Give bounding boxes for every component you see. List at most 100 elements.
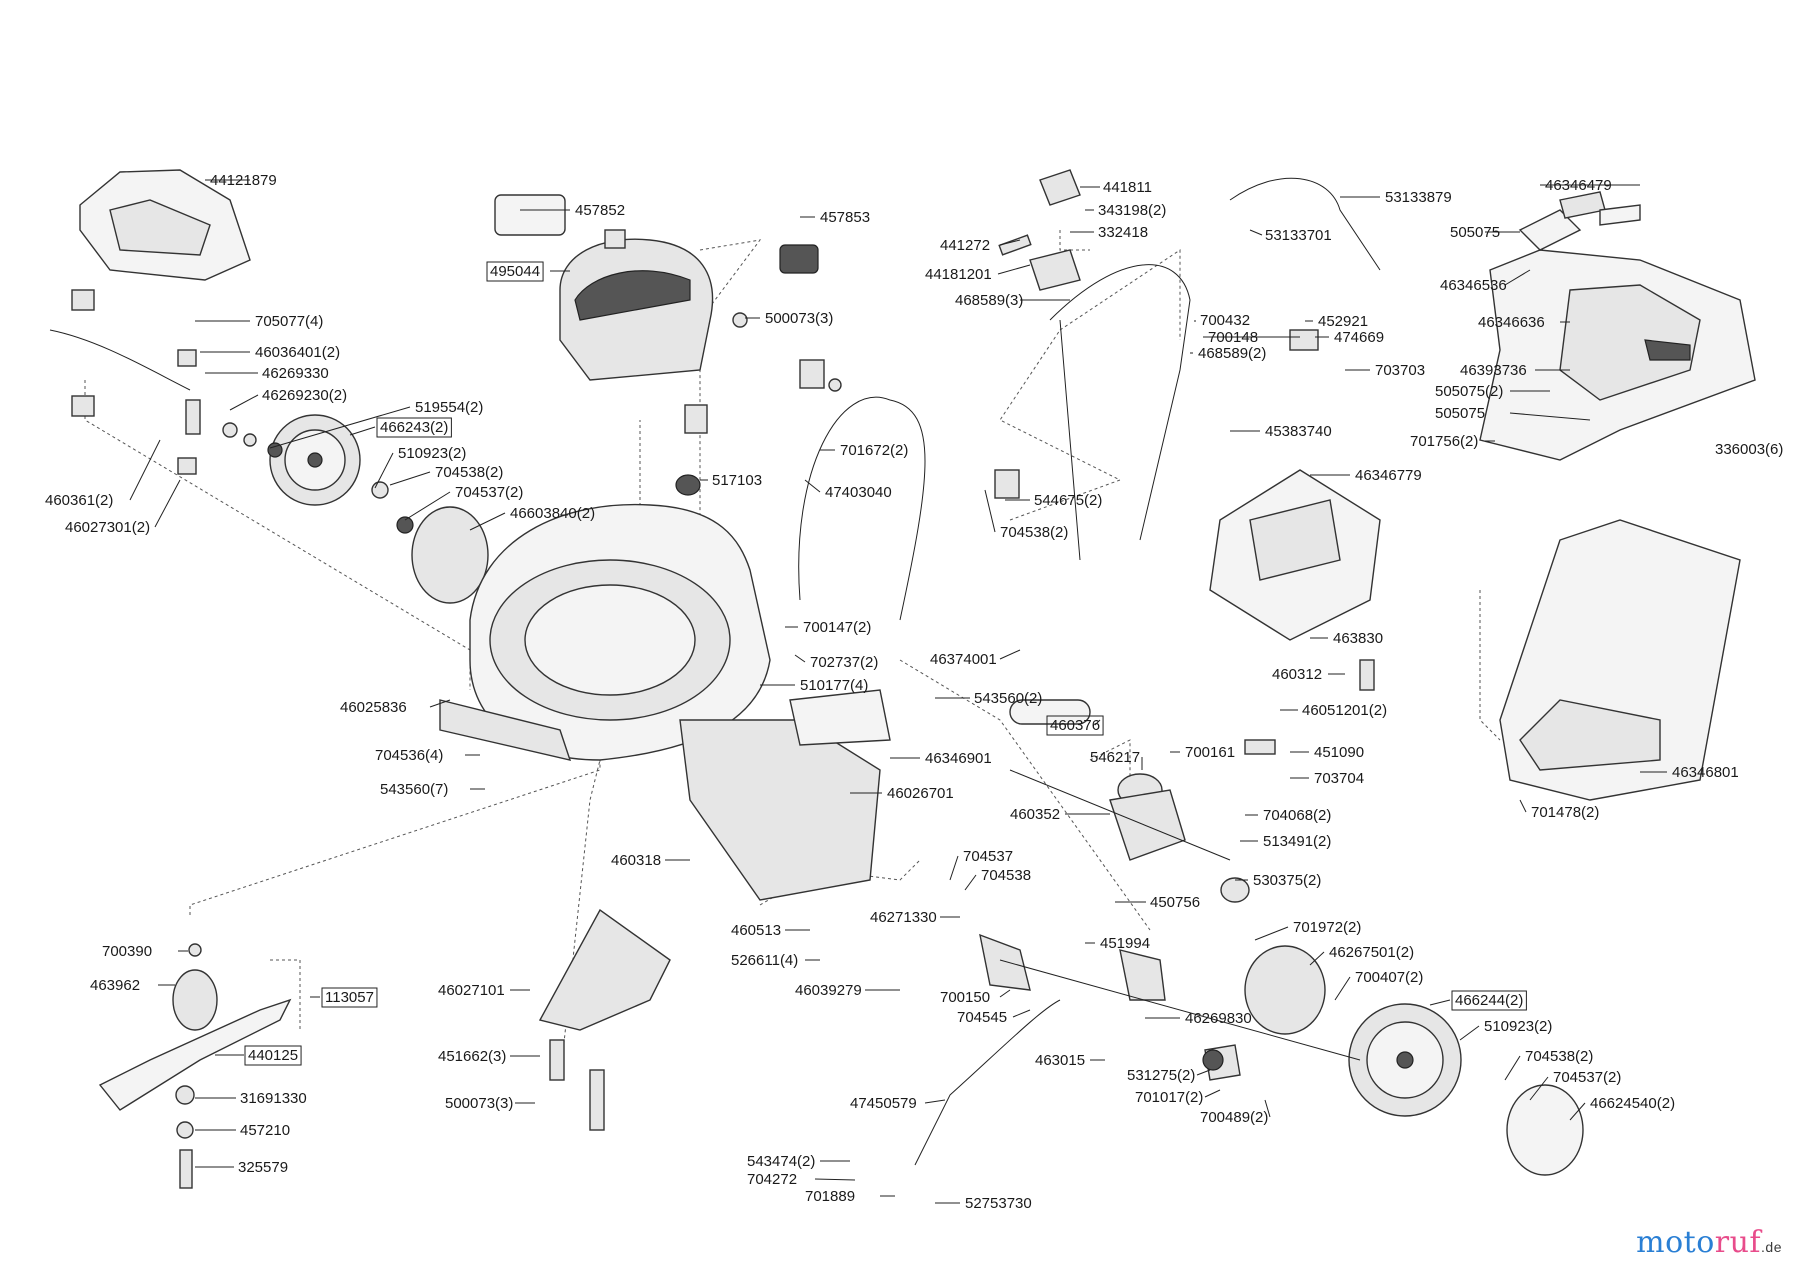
leader-line xyxy=(1264,1099,1271,1118)
leader-line xyxy=(154,479,181,528)
part-number-label: 705077(4) xyxy=(255,313,323,330)
leader-line xyxy=(129,439,161,501)
brand-suffix: .de xyxy=(1761,1239,1782,1255)
part-number-label: 546217 xyxy=(1090,749,1140,766)
leader-line xyxy=(949,855,959,881)
leader-line xyxy=(964,874,977,891)
gearbox-part xyxy=(1109,789,1186,861)
hubcap-part xyxy=(1244,945,1326,1035)
part-number-label: 31691330 xyxy=(240,1090,307,1107)
leader-line xyxy=(374,452,394,489)
leader-line xyxy=(1309,951,1325,966)
part-number-label: 460312 xyxy=(1272,666,1322,683)
part-number-label: 460318 xyxy=(611,852,661,869)
leader-line xyxy=(814,1178,856,1181)
part-number-label: 460376 xyxy=(1050,717,1100,734)
part-number-label: 46269330 xyxy=(262,365,329,382)
part-number-label: 457853 xyxy=(820,209,870,226)
part-number-label: 463015 xyxy=(1035,1052,1085,1069)
blade-part xyxy=(98,998,292,1111)
leader-line xyxy=(999,989,1011,998)
part-number-label: 46346479 xyxy=(1545,177,1612,194)
part-number-label: 332418 xyxy=(1098,224,1148,241)
part-number-label: 46269830 xyxy=(1185,1010,1252,1027)
part-number-label: 505075 xyxy=(1435,405,1485,422)
brand-part1: moto xyxy=(1636,1225,1715,1260)
part-number-label: 526611(4) xyxy=(731,952,798,969)
leader-line xyxy=(1334,976,1351,1001)
leader-line xyxy=(1569,1102,1586,1121)
leader-line xyxy=(1509,412,1591,421)
part-number-label: 441811 xyxy=(1103,179,1152,196)
part-number-label: 441272 xyxy=(940,237,990,254)
throttle-cable-part xyxy=(49,329,191,391)
upper-bar-part xyxy=(1229,177,1381,271)
part-number-label: 457852 xyxy=(575,202,625,219)
part-number-label: 701017(2) xyxy=(1135,1089,1203,1106)
part-number-label: 704272 xyxy=(747,1171,797,1188)
leader-line xyxy=(999,649,1021,660)
parts xyxy=(49,169,1756,1189)
part-number-label: 543560(2) xyxy=(974,690,1042,707)
leader-line xyxy=(1012,1009,1031,1018)
part-number-label: 700150 xyxy=(940,989,990,1006)
part-number-label: 463962 xyxy=(90,977,140,994)
part-number-label: 53133701 xyxy=(1265,227,1332,244)
part-number-label: 46039279 xyxy=(795,982,862,999)
part-number-label: 704538(2) xyxy=(1000,524,1068,541)
part-number-label: 704068(2) xyxy=(1263,807,1331,824)
boxed-label-frame xyxy=(1046,715,1104,736)
leader-line xyxy=(984,489,996,533)
leader-line xyxy=(1504,1055,1521,1081)
leader-line xyxy=(1196,1069,1211,1076)
part-number-label: 700148 xyxy=(1208,329,1258,346)
part-number-label: 704538 xyxy=(981,867,1031,884)
part-number-label: 53133879 xyxy=(1385,189,1452,206)
part-number-label: 700147(2) xyxy=(803,619,871,636)
part-number-label: 466244(2) xyxy=(1455,992,1523,1009)
leader-line xyxy=(429,699,451,708)
part-number-label: 703704 xyxy=(1314,770,1364,787)
top-handle-part xyxy=(1049,264,1191,541)
leader-line xyxy=(1204,1089,1221,1098)
part-number-label: 701972(2) xyxy=(1293,919,1361,936)
leader-line xyxy=(1519,799,1527,813)
part-number-label: 703703 xyxy=(1375,362,1425,379)
part-number-label: 704545 xyxy=(957,1009,1007,1026)
leader-line xyxy=(269,406,411,449)
leader-line xyxy=(997,264,1031,275)
brand-watermark: motoruf.de xyxy=(1636,1225,1782,1260)
part-number-label: 700432 xyxy=(1200,312,1250,329)
part-number-label: 46025836 xyxy=(340,699,407,716)
part-number-label: 457210 xyxy=(240,1122,290,1139)
boxed-label-frame xyxy=(321,987,378,1008)
part-number-label: 701756(2) xyxy=(1410,433,1478,450)
part-number-label: 46036401(2) xyxy=(255,344,340,361)
part-number-label: 46624540(2) xyxy=(1590,1095,1675,1112)
part-number-label: 46051201(2) xyxy=(1302,702,1387,719)
leader-line xyxy=(469,512,506,531)
part-number-label: 440125 xyxy=(248,1047,298,1064)
leader-line xyxy=(1249,229,1263,236)
part-number-label: 451090 xyxy=(1314,744,1364,761)
leader-line xyxy=(804,479,821,493)
part-number-label: 701478(2) xyxy=(1531,804,1599,821)
part-number-label: 495044 xyxy=(490,263,540,280)
boxed-label-frame xyxy=(376,417,452,438)
part-number-label: 468589(2) xyxy=(1198,345,1266,362)
part-number-label: 543560(7) xyxy=(380,781,448,798)
leader-line xyxy=(924,1099,946,1104)
part-number-label: 460513 xyxy=(731,922,781,939)
part-number-label: 704538(2) xyxy=(1525,1048,1593,1065)
leader-line xyxy=(1529,1076,1549,1101)
part-number-label: 45383740 xyxy=(1265,423,1332,440)
part-number-label: 336003(6) xyxy=(1715,441,1783,458)
part-number-label: 701889 xyxy=(805,1188,855,1205)
part-number-label: 510177(4) xyxy=(800,677,868,694)
part-number-label: 47450579 xyxy=(850,1095,917,1112)
lower-handle-part xyxy=(914,999,1061,1166)
leader-line xyxy=(1504,269,1531,286)
part-number-label: 519554(2) xyxy=(415,399,483,416)
part-number-label: 44181201 xyxy=(925,266,992,283)
